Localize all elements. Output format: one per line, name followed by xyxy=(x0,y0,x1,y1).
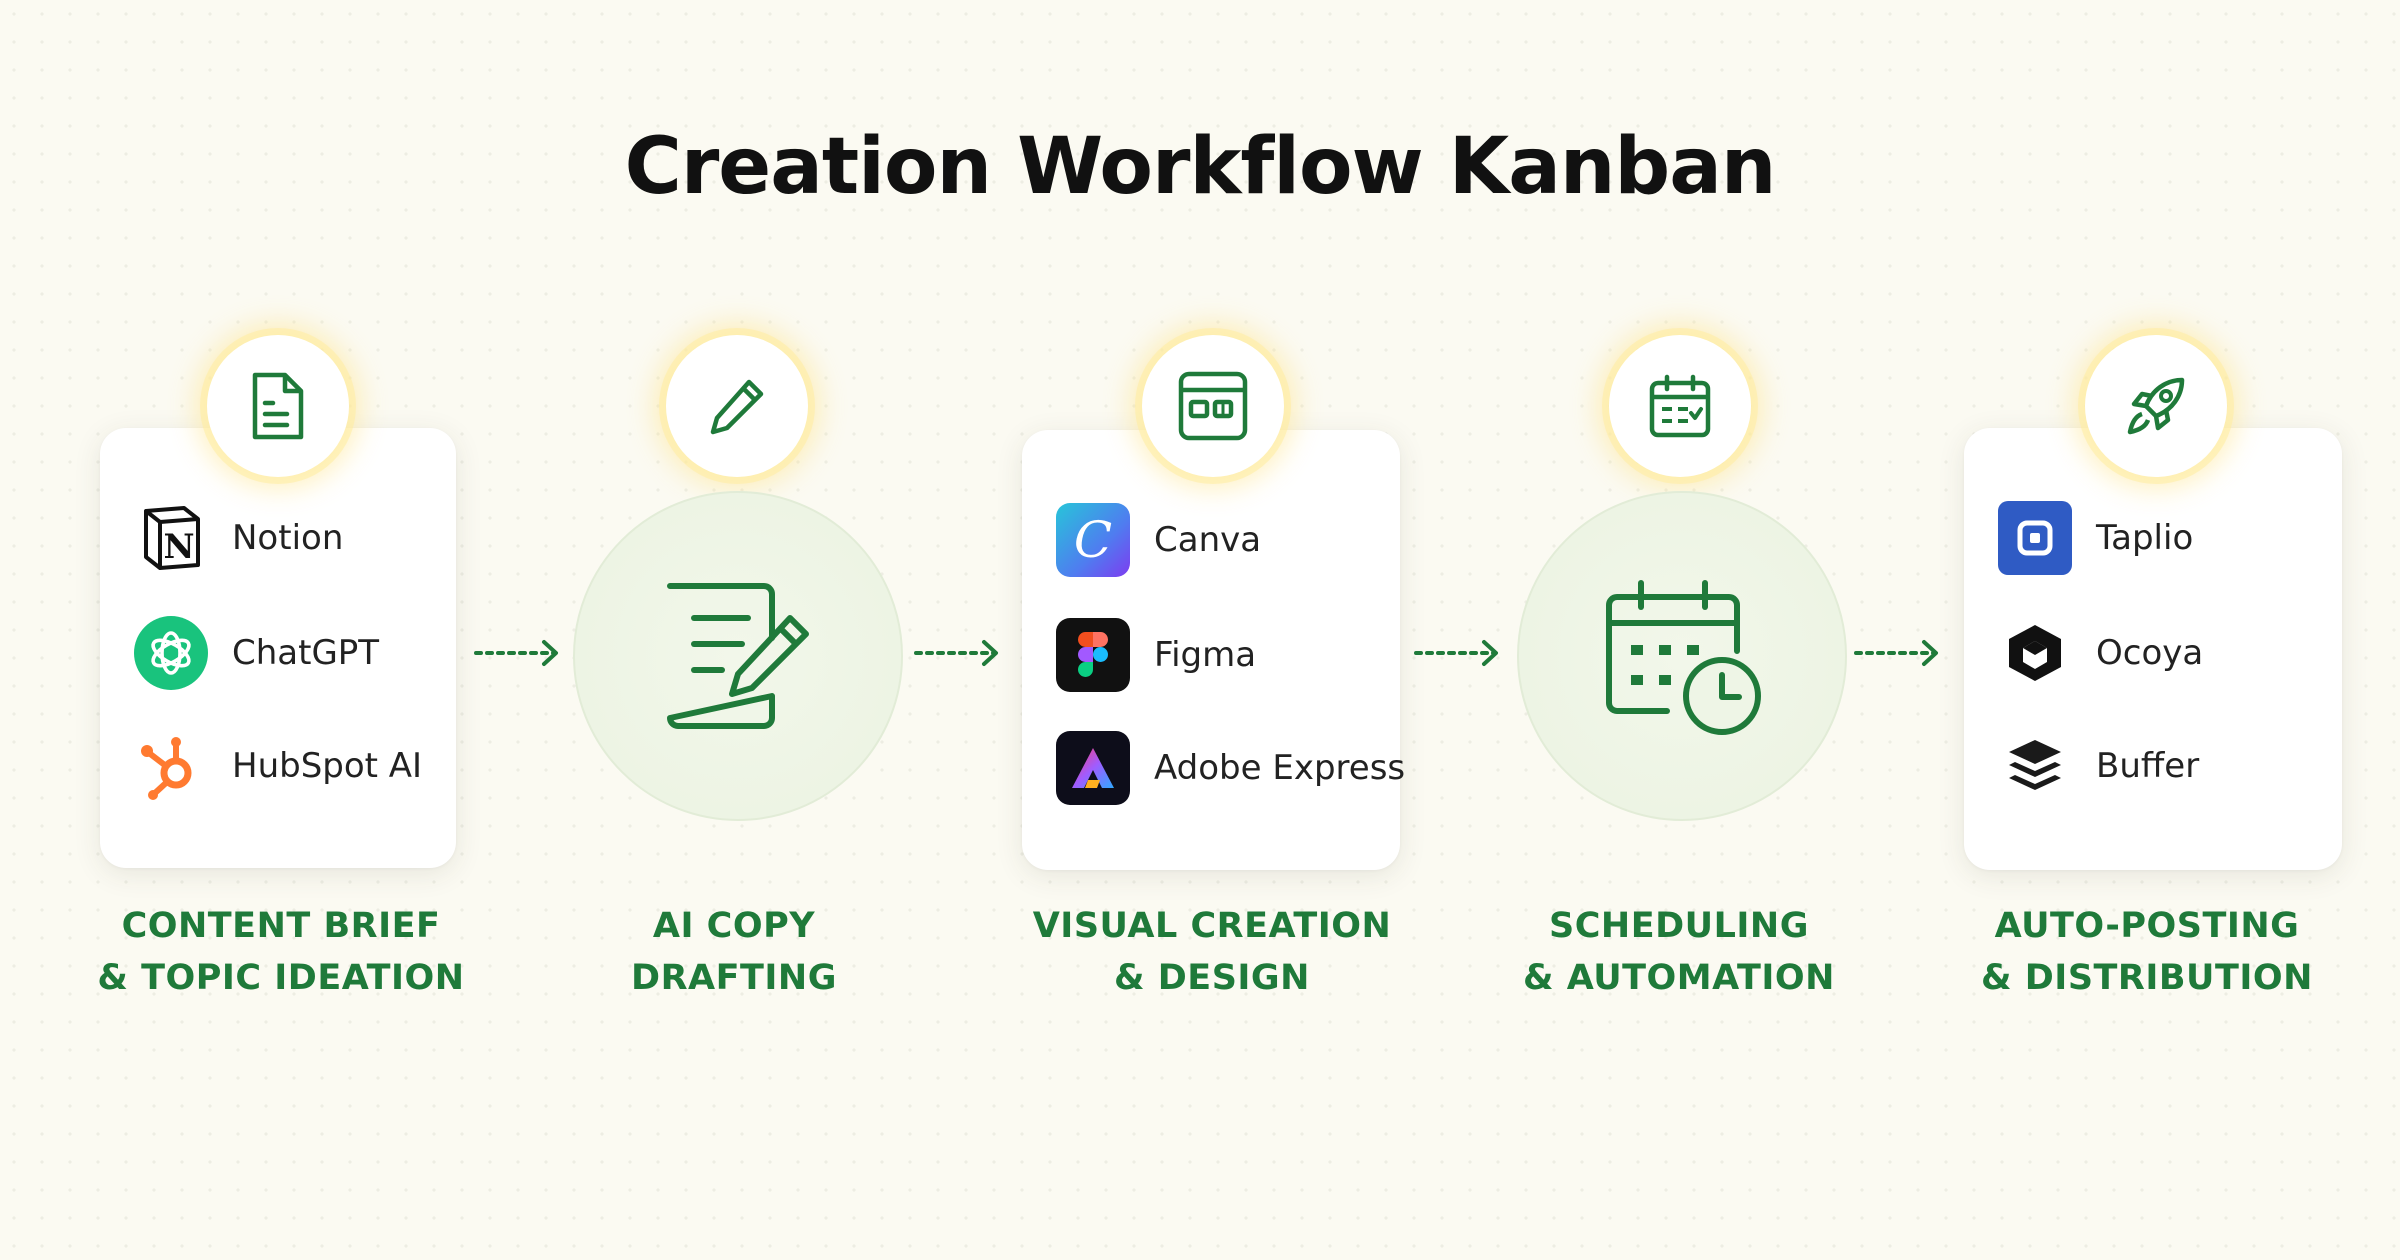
tool-item-canva[interactable]: C Canva xyxy=(1056,502,1261,578)
chatgpt-logo xyxy=(134,616,208,690)
stage-icon-badge xyxy=(207,335,349,477)
page-title: Creation Workflow Kanban xyxy=(624,122,1777,212)
notion-logo: N xyxy=(134,501,208,575)
stage-label-line: & TOPIC IDEATION xyxy=(97,958,465,998)
tool-item-figma[interactable]: Figma xyxy=(1056,617,1256,693)
stage-icon-badge xyxy=(1142,335,1284,477)
ocoya-logo xyxy=(1998,616,2072,690)
stage-label-line: & AUTOMATION xyxy=(1523,958,1835,998)
stage-icon-badge xyxy=(1609,335,1751,477)
hubspot-logo xyxy=(134,729,208,803)
document-pencil-icon xyxy=(667,583,809,729)
stage-label-content-brief: CONTENT BRIEF & TOPIC IDEATION xyxy=(41,900,521,1004)
tool-name: HubSpot AI xyxy=(232,746,423,786)
stage-label-line: & DESIGN xyxy=(1114,958,1310,998)
calendar-clock-icon xyxy=(1606,580,1761,735)
tool-item-hubspot-ai[interactable]: HubSpot AI xyxy=(134,728,422,804)
stage-card-content-brief: N Notion ChatGPT xyxy=(100,428,456,868)
tool-item-chatgpt[interactable]: ChatGPT xyxy=(134,615,379,691)
stage-label-line: AUTO-POSTING xyxy=(1994,906,2300,946)
stage-label-line: VISUAL CREATION xyxy=(1032,906,1392,946)
pencil-icon xyxy=(710,379,764,435)
flow-arrow xyxy=(474,640,558,666)
stage-label-ai-copy: AI COPY DRAFTING xyxy=(494,900,974,1004)
stage-icon-badge xyxy=(666,335,808,477)
tool-name: Buffer xyxy=(2096,746,2200,786)
stage-label-visual-creation: VISUAL CREATION & DESIGN xyxy=(972,900,1452,1004)
stage-center-circle xyxy=(573,491,903,821)
canva-logo: C xyxy=(1056,503,1130,577)
figma-logo xyxy=(1056,618,1130,692)
stage-icon-badge xyxy=(2085,335,2227,477)
stage-center-circle xyxy=(1517,491,1847,821)
stage-label-line: & DISTRIBUTION xyxy=(1981,958,2313,998)
tool-name: Figma xyxy=(1154,635,1257,675)
calendar-icon xyxy=(1649,374,1711,438)
tool-item-taplio[interactable]: Taplio xyxy=(1998,500,2193,576)
tool-name: Notion xyxy=(232,518,344,558)
tool-item-ocoya[interactable]: Ocoya xyxy=(1998,615,2203,691)
tool-name: Canva xyxy=(1154,520,1262,560)
tool-name: ChatGPT xyxy=(232,633,380,673)
svg-text:N: N xyxy=(163,527,194,567)
tool-name: Taplio xyxy=(2096,518,2194,558)
stage-card-visual-creation: C Canva Figma xyxy=(1022,430,1405,870)
tool-item-adobe-express[interactable]: Adobe Express xyxy=(1056,730,1405,806)
stage-label-line: CONTENT BRIEF xyxy=(121,906,441,946)
stage-label-line: DRAFTING xyxy=(631,958,837,998)
taplio-logo xyxy=(1998,501,2072,575)
rocket-icon xyxy=(2127,377,2185,435)
flow-arrow xyxy=(914,640,998,666)
tool-name: Adobe Express xyxy=(1154,748,1406,788)
stage-card-auto-posting: Taplio Ocoya Buffer xyxy=(1964,428,2342,870)
buffer-logo xyxy=(1998,729,2072,803)
stage-label-scheduling: SCHEDULING & AUTOMATION xyxy=(1439,900,1919,1004)
flow-arrow xyxy=(1854,640,1938,666)
tool-item-notion[interactable]: N Notion xyxy=(134,500,343,576)
adobe-express-logo xyxy=(1056,731,1130,805)
tool-name: Ocoya xyxy=(2096,633,2204,673)
stage-label-line: AI COPY xyxy=(652,906,816,946)
flow-arrow xyxy=(1414,640,1498,666)
browser-window-icon xyxy=(1178,371,1248,441)
document-icon xyxy=(252,372,304,440)
tool-item-buffer[interactable]: Buffer xyxy=(1998,728,2199,804)
stage-label-auto-posting: AUTO-POSTING & DISTRIBUTION xyxy=(1907,900,2387,1004)
stage-label-line: SCHEDULING xyxy=(1549,906,1809,946)
